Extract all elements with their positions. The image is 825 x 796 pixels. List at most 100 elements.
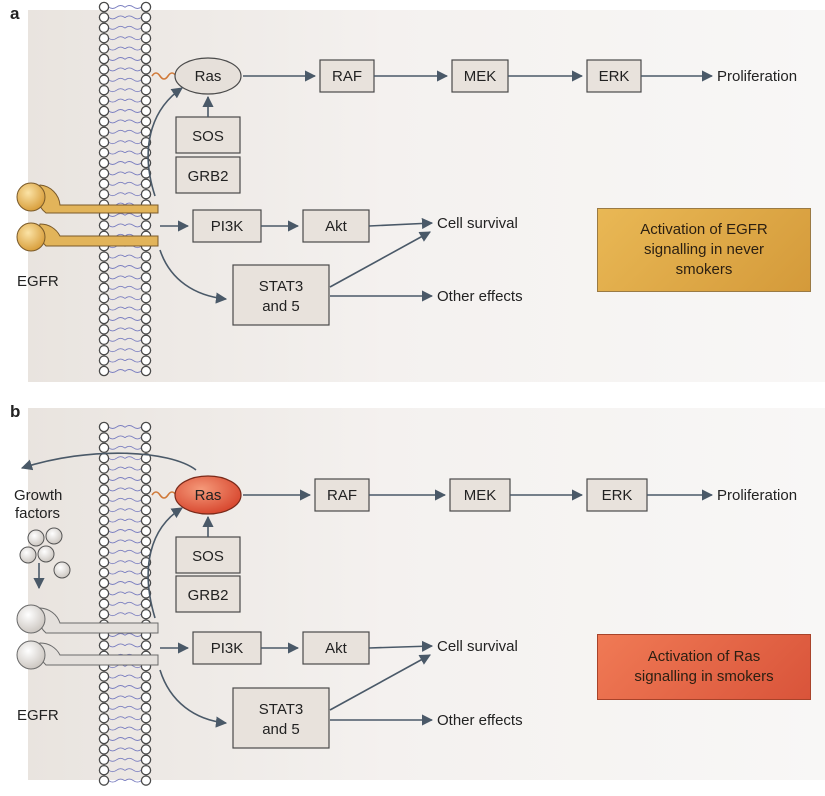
- lipid-tail: [108, 67, 142, 72]
- lipid-tail: [108, 601, 142, 606]
- lipid-tail: [108, 529, 142, 533]
- panel-a: a EGFR Ras RAF MEK: [10, 1, 825, 382]
- lipid-tail: [108, 109, 142, 113]
- lipid-head: [140, 723, 152, 734]
- erk-label: ERK: [602, 487, 633, 504]
- lipid-tail: [108, 591, 142, 596]
- raf-label: RAF: [327, 487, 357, 504]
- lipid-head: [98, 147, 110, 158]
- lipid-head: [140, 764, 152, 776]
- lipid-head: [98, 494, 110, 506]
- lipid-tail: [108, 223, 142, 228]
- lipid-head: [98, 334, 110, 346]
- lipid-head: [140, 147, 152, 158]
- cell-survival-label: Cell survival: [437, 215, 518, 232]
- sos-label: SOS: [192, 548, 224, 565]
- lipid-head: [98, 261, 110, 273]
- lipid-tail: [108, 36, 142, 41]
- lipid-head: [98, 484, 110, 495]
- ras-label: Ras: [195, 487, 222, 504]
- lipid-head: [98, 567, 110, 578]
- lipid-head: [98, 598, 110, 610]
- lipid-tail: [108, 612, 142, 617]
- lipid-tail: [108, 435, 142, 440]
- lipid-tail: [108, 549, 142, 554]
- lipid-head: [98, 577, 110, 589]
- lipid-tail: [108, 46, 142, 51]
- lipid-tail: [108, 181, 142, 186]
- lipid-tail: [108, 425, 142, 429]
- lipid-head: [98, 640, 110, 651]
- lipid-head: [140, 261, 152, 273]
- lipid-head: [140, 452, 152, 464]
- note-box: Activation of Ras signalling in smokers: [597, 634, 811, 700]
- lipid-tail: [108, 98, 142, 103]
- mek-label: MEK: [464, 68, 497, 85]
- lipid-tail: [108, 716, 142, 721]
- lipid-tail: [108, 88, 142, 93]
- raf-node: [319, 59, 375, 93]
- lipid-head: [98, 344, 110, 356]
- lipid-head: [98, 168, 110, 179]
- lipid-head: [140, 442, 152, 454]
- pi3k-node: [192, 209, 262, 243]
- lipid-head: [140, 598, 152, 610]
- lipid-head: [98, 556, 110, 568]
- lipid-head: [140, 84, 152, 96]
- egfr-receptor-icon: [16, 604, 159, 670]
- lipid-tail: [108, 508, 142, 513]
- lipid-tail: [108, 161, 142, 165]
- lipid-head: [98, 220, 110, 231]
- lipid-head: [98, 463, 110, 474]
- note-box: Activation of EGFR signalling in never s…: [597, 208, 811, 292]
- panel-letter: a: [10, 4, 20, 23]
- lipid-tail: [108, 119, 142, 124]
- lipid-tail: [108, 539, 142, 544]
- lipid-tail: [108, 633, 142, 637]
- lipid-head: [140, 608, 152, 620]
- lipid-head: [98, 84, 110, 96]
- erk-node: [586, 478, 648, 512]
- lipid-tail: [108, 643, 142, 648]
- lipid-head: [140, 188, 152, 200]
- lipid-head: [98, 536, 110, 547]
- lipid-tail: [108, 285, 142, 290]
- lipid-head: [140, 365, 152, 377]
- lipid-head: [140, 344, 152, 356]
- lipid-head: [140, 251, 152, 262]
- lipid-head: [98, 188, 110, 200]
- lipid-tail: [108, 296, 142, 301]
- other-effects-label: Other effects: [437, 288, 523, 305]
- lipid-tail: [108, 265, 142, 269]
- lipid-tail: [108, 337, 142, 342]
- lipid-head: [98, 733, 110, 745]
- lipid-head: [98, 64, 110, 75]
- lipid-tail: [108, 369, 142, 373]
- stat-label-line2: and 5: [262, 721, 300, 738]
- lipid-head: [140, 421, 152, 433]
- lipid-head: [98, 272, 110, 283]
- other-effects-label: Other effects: [437, 712, 523, 729]
- lipid-tail: [108, 778, 142, 783]
- lipid-head: [140, 324, 152, 335]
- lipid-tail: [108, 726, 142, 731]
- lipid-tail: [108, 150, 142, 155]
- lipid-tail: [108, 747, 142, 752]
- lipid-head: [140, 74, 152, 86]
- lipid-tail: [108, 327, 142, 332]
- lipid-head: [140, 126, 152, 138]
- lipid-head: [98, 723, 110, 734]
- lipid-tail: [108, 518, 142, 523]
- lipid-head: [98, 178, 110, 190]
- lipid-head: [140, 168, 152, 179]
- lipid-head: [140, 32, 152, 44]
- grb2-label: GRB2: [188, 168, 229, 185]
- lipid-head: [98, 588, 110, 599]
- lipid-head: [98, 74, 110, 86]
- lipid-tail: [108, 348, 142, 353]
- lipid-tail: [108, 77, 142, 82]
- pi3k-label: PI3K: [211, 218, 244, 235]
- lipid-head: [98, 681, 110, 693]
- lipid-tail: [108, 466, 142, 471]
- mek-label: MEK: [464, 487, 497, 504]
